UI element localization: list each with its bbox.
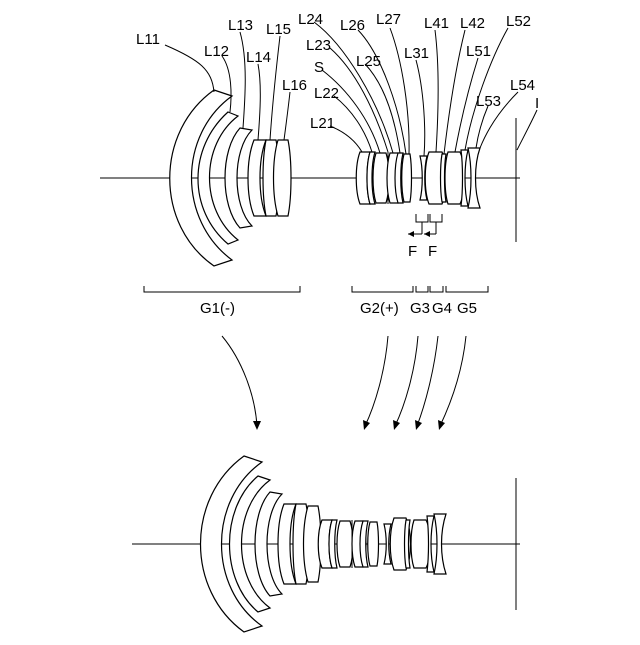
leader-l51 [455,58,478,152]
label-l13: L13 [228,17,253,34]
label-l27: L27 [376,11,401,28]
label-l31: L31 [404,45,429,62]
leader-l14 [258,64,260,140]
leader-l22 [334,96,372,152]
move-arrow-g2 [365,336,388,426]
lens-l26-l27-bottom [368,522,379,566]
move-arrow-g1 [222,336,257,426]
label-l12: L12 [204,43,229,60]
label-group-g3: G3 [410,300,430,317]
bottom-configuration [132,456,520,632]
label-l52: L52 [506,13,531,30]
leader-l13 [240,32,245,128]
move-arrow-g4 [417,336,438,426]
label-l53: L53 [476,93,501,110]
label-l24: L24 [298,11,323,28]
bracket-group-g1 [144,286,300,292]
label-l26: L26 [340,17,365,34]
group-g3-g4-lenses [420,152,447,204]
label-l41: L41 [424,15,449,32]
group-g3-g4-lenses-bottom [384,518,411,570]
label-image-plane: I [535,95,539,112]
label-focus-g4: F [428,243,437,260]
leader-i [517,110,537,150]
label-l21: L21 [310,115,335,132]
label-l23: L23 [306,37,331,54]
label-focus-g3: F [408,243,417,260]
group-g5-lenses-bottom [411,514,446,574]
bracket-group-g2 [352,286,413,292]
leader-l25 [365,64,400,153]
arrowhead-g3 [408,231,414,237]
bracket-g3 [416,214,428,222]
move-arrowhead-g1 [253,421,261,430]
label-s: S [314,59,324,76]
label-l25: L25 [356,53,381,70]
label-group-g5: G5 [457,300,477,317]
move-arrowhead-g5 [438,420,445,430]
bracket-group-g3 [416,286,428,292]
arrowhead-g4 [424,231,430,237]
label-group-g4: G4 [432,300,452,317]
lens-l16 [274,140,292,216]
label-l42: L42 [460,15,485,32]
focus-markers: F F [408,214,442,260]
zoom-movement-arrows [222,336,466,430]
group-brackets: G1(-) G2(+) G3 G4 G5 [144,286,488,317]
label-l51: L51 [466,43,491,60]
label-group-g1: G1(-) [200,300,235,317]
group-g2-lenses-bottom [318,520,378,568]
label-l14: L14 [246,49,271,66]
label-l22: L22 [314,85,339,102]
label-l16: L16 [282,77,307,94]
bracket-group-g4 [430,286,443,292]
leader-l53 [476,106,488,148]
label-l15: L15 [266,21,291,38]
move-arrow-g3 [395,336,418,426]
leader-l42 [444,30,465,154]
lens-l23-bottom [337,521,353,567]
label-group-g2: G2(+) [360,300,399,317]
leader-l15 [270,36,280,140]
move-arrowhead-g4 [415,420,422,430]
move-arrow-g5 [440,336,466,426]
group-g1-lenses-bottom [201,456,322,632]
label-l11: L11 [136,31,160,48]
group-g5-lenses [445,148,480,208]
leader-l41 [435,30,438,152]
move-arrowhead-g2 [363,420,370,430]
bracket-group-g5 [446,286,488,292]
lens-l26-l27 [402,154,412,202]
group-g2-lenses [356,152,411,204]
group-g1-lenses [170,90,291,266]
bracket-g4 [430,214,442,222]
leader-l16 [284,92,290,140]
leader-l31 [416,60,425,156]
move-arrowhead-g3 [393,420,400,430]
top-configuration: L11 L12 L13 L14 L15 L16 L21 L22 S L23 L2… [100,11,539,317]
label-l54: L54 [510,77,535,94]
leader-s [322,70,380,153]
